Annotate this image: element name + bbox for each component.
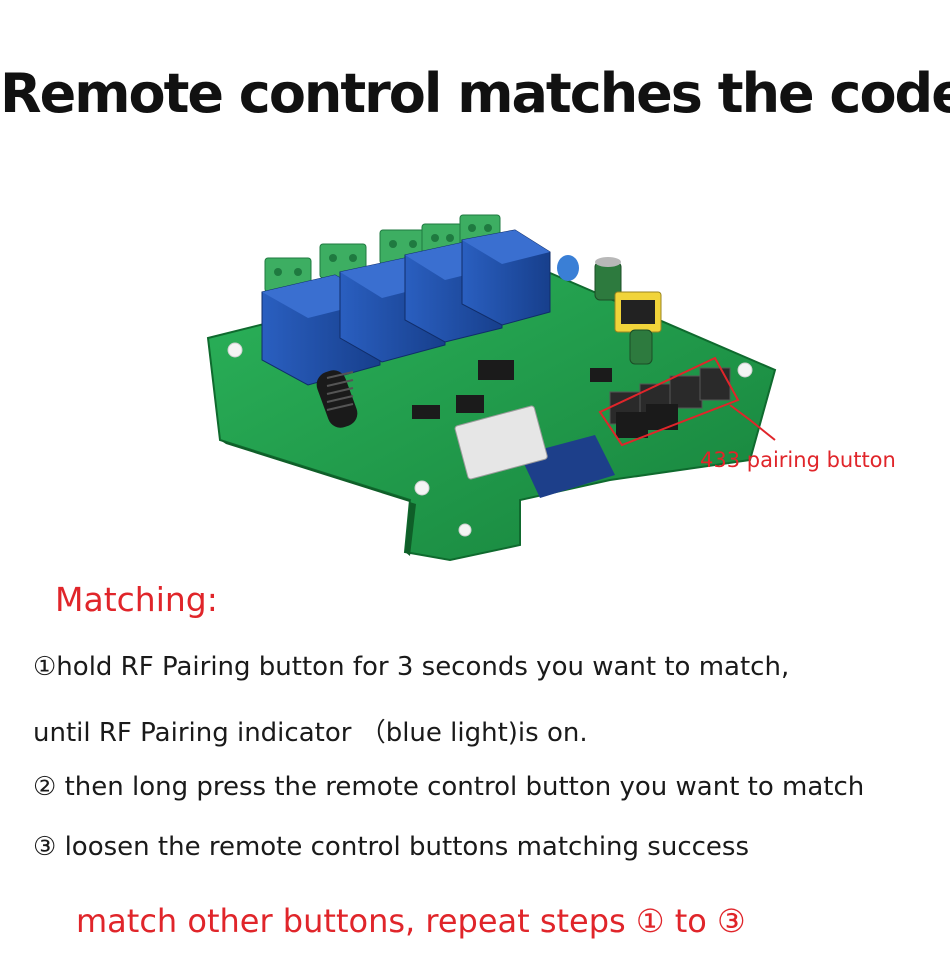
mount-hole <box>737 362 753 378</box>
mount-hole <box>227 342 243 358</box>
wifi-module <box>454 405 615 498</box>
mount-hole <box>414 480 430 496</box>
relays <box>261 229 551 386</box>
page-title: Remote control matches the code <box>0 62 950 125</box>
pairing-button-callout-label: 433 pairing button <box>700 448 896 472</box>
step-1-line-2: until RF Pairing indicator （blue light)i… <box>33 718 588 748</box>
callout-outline <box>598 356 740 447</box>
repeat-steps-note: match other buttons, repeat steps ① to ③ <box>76 902 746 940</box>
mount-hole <box>458 523 472 537</box>
step-3: ③ loosen the remote control buttons matc… <box>33 832 749 862</box>
step-2: ② then long press the remote control but… <box>33 772 865 802</box>
ic-chip <box>478 360 514 380</box>
ic-chip <box>456 395 484 413</box>
callout-leader <box>729 404 776 441</box>
step-1-line-1: ①hold RF Pairing button for 3 seconds yo… <box>33 652 790 682</box>
relay-board-photo <box>206 214 777 562</box>
ic-chip <box>590 368 612 382</box>
blue-capacitor <box>557 255 579 281</box>
antenna-coil <box>316 370 358 428</box>
ic-chip <box>412 405 440 419</box>
matching-heading: Matching: <box>55 580 218 619</box>
electrolytic-capacitor <box>629 329 653 365</box>
